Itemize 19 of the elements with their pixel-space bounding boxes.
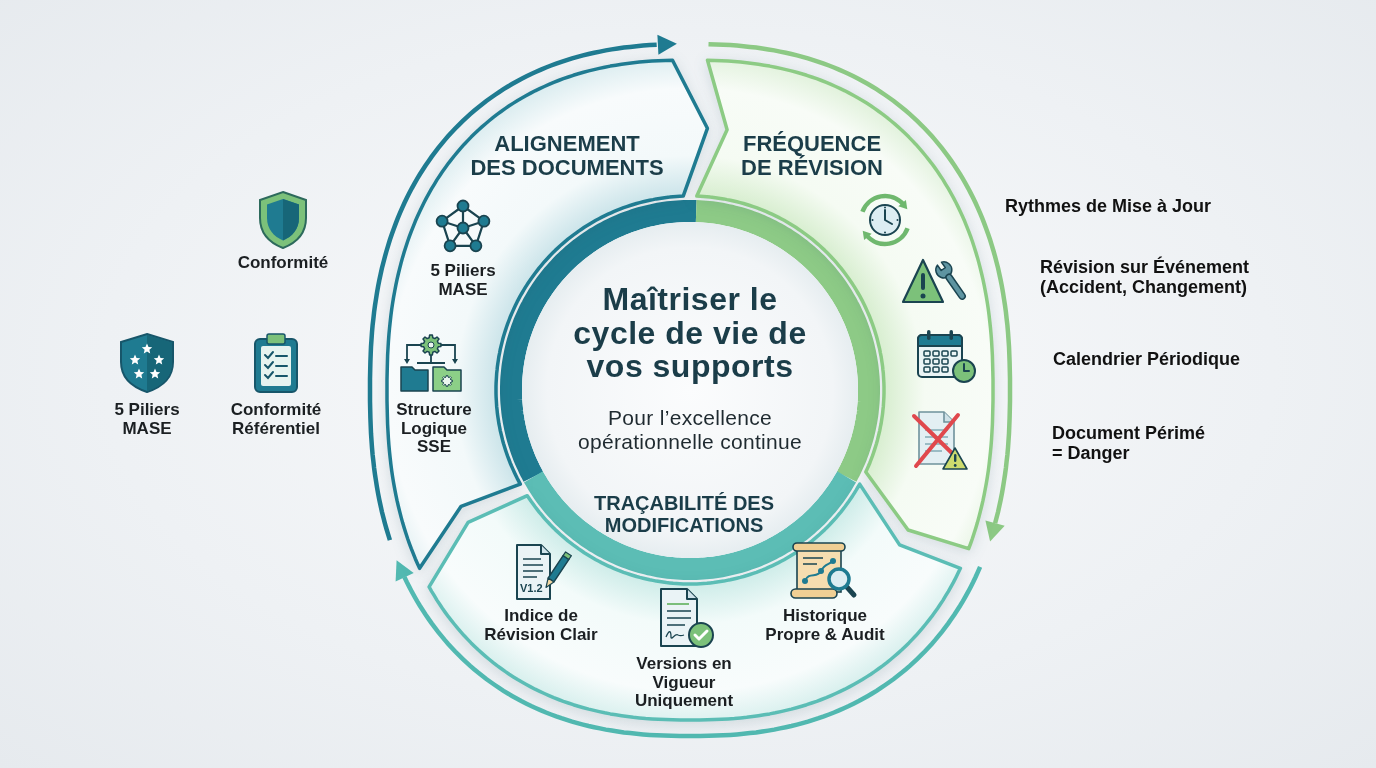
item-label: Conformité Référentiel [229, 401, 323, 439]
item-label: 5 Piliers MASE [429, 262, 497, 300]
subtitle: Pour l’excellence opérationnelle continue [576, 406, 804, 454]
side-label: Document Périmé = Danger [1052, 423, 1207, 464]
item-label: 5 Piliers MASE [113, 401, 181, 439]
item-label: Structure Logique SSE [395, 401, 473, 458]
segment-title: TRAÇABILITÉ DES MODIFICATIONS [593, 492, 775, 537]
item-label: Conformité [236, 254, 330, 273]
cycle-segment [427, 478, 963, 722]
item-label: Historique Propre & Audit [764, 607, 886, 645]
item-label: Versions en Vigueur Uniquement [633, 655, 735, 712]
segment-title: ALIGNEMENT DES DOCUMENTS [469, 132, 665, 181]
segment-title: FRÉQUENCE DE RÉVISION [740, 132, 884, 181]
main-title: Maîtriser le cycle de vie de vos supports [572, 283, 808, 384]
side-label: Calendrier Périodique [1053, 349, 1242, 370]
version-label: V1.2 [520, 583, 543, 594]
item-label: Indice de Révision Clair [483, 607, 599, 645]
side-label: Révision sur Événement (Accident, Changement) [1040, 257, 1251, 298]
side-label: Rythmes de Mise à Jour [1005, 196, 1213, 217]
